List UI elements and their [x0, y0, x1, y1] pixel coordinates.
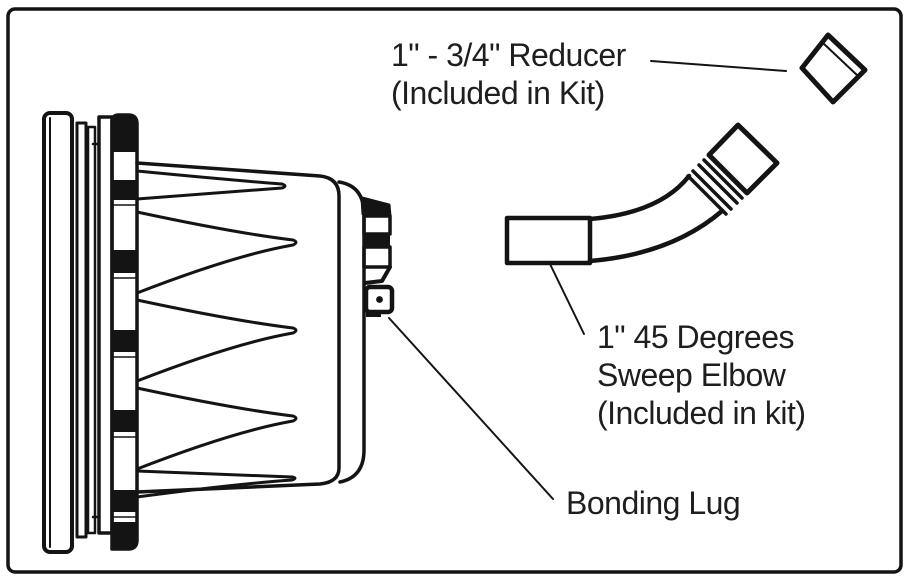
elbow-leader-line — [549, 263, 585, 335]
leader-lines — [388, 60, 787, 500]
elbow-socket — [504, 215, 593, 266]
bonding-lug-label: Bonding Lug — [566, 485, 741, 521]
sweep-elbow-drawing — [504, 122, 780, 266]
bonding-lug-leader-line — [388, 317, 554, 500]
niche-conduit-hub — [360, 196, 392, 285]
niche-body — [135, 161, 341, 494]
diagram-border — [6, 7, 903, 574]
light-niche-drawing — [42, 111, 395, 554]
bonding-lug-drawing — [363, 284, 395, 317]
reducer-leader-line — [650, 60, 787, 72]
niche-flange-ring — [42, 111, 74, 554]
reducer-drawing — [799, 32, 868, 105]
reducer-label: 1" - 3/4" Reducer (Included in Kit) — [391, 37, 626, 111]
elbow-end-cap — [706, 122, 780, 196]
elbow-label: 1" 45 Degrees Sweep Elbow (Included in k… — [597, 319, 806, 431]
